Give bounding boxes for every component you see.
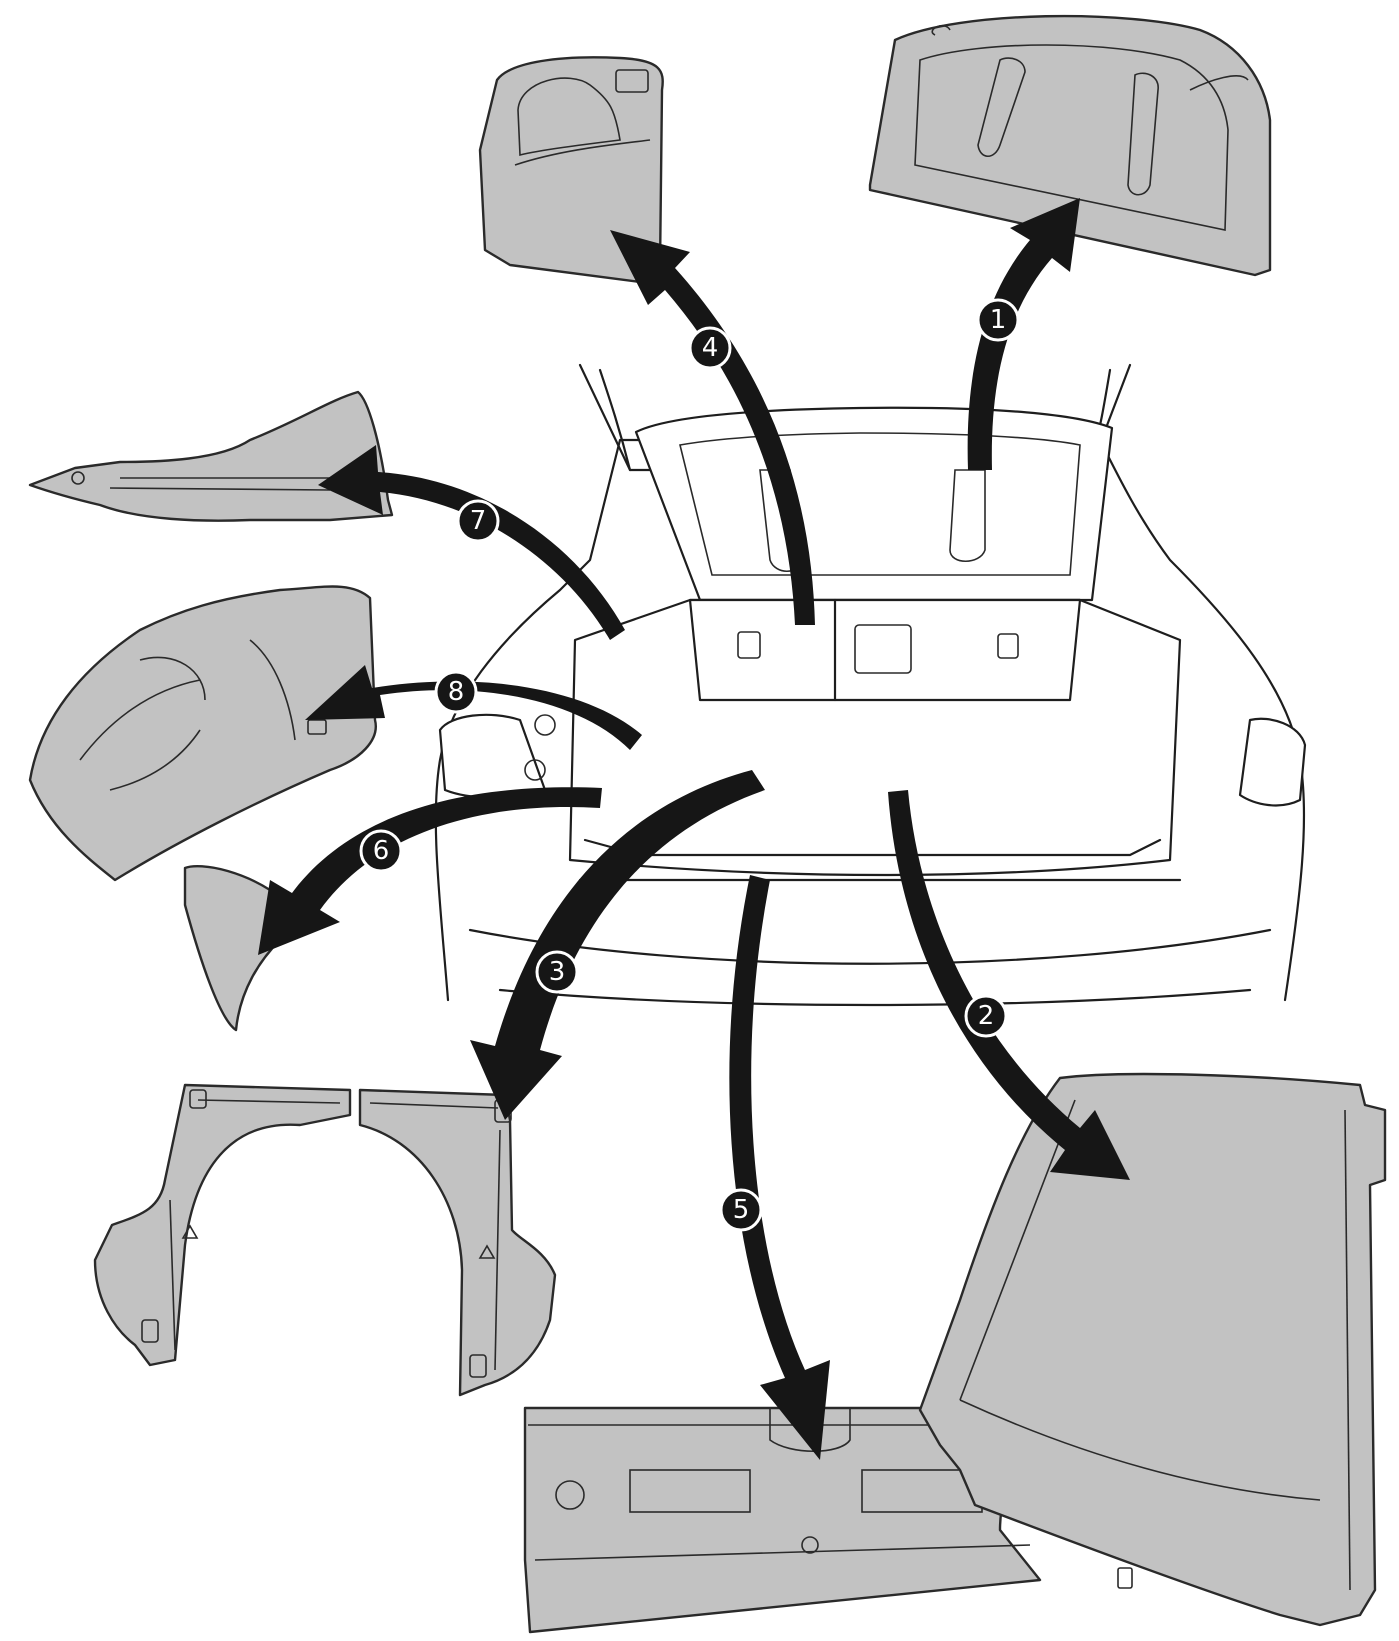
rear-wheel-arch-panel-left bbox=[95, 1085, 350, 1365]
right-tail-lamp bbox=[1240, 719, 1305, 806]
callout-3: 3 bbox=[537, 952, 577, 992]
callout-1: 1 bbox=[978, 300, 1018, 340]
callout-7: 7 bbox=[458, 501, 498, 541]
svg-text:5: 5 bbox=[733, 1195, 750, 1225]
callout-8: 8 bbox=[436, 672, 476, 712]
svg-text:2: 2 bbox=[978, 1001, 995, 1031]
callout-5: 5 bbox=[721, 1190, 761, 1230]
callout-4: 4 bbox=[690, 328, 730, 368]
svg-text:7: 7 bbox=[470, 506, 487, 536]
svg-text:3: 3 bbox=[549, 957, 566, 987]
tailgate bbox=[636, 408, 1112, 600]
left-tail-lamp bbox=[440, 715, 545, 798]
folded-seat-back bbox=[690, 600, 1080, 700]
rear-wheel-arch-panel-right bbox=[360, 1090, 555, 1395]
side-trim-panel bbox=[30, 587, 376, 881]
svg-text:4: 4 bbox=[702, 333, 719, 363]
callout-6: 6 bbox=[361, 831, 401, 871]
svg-text:8: 8 bbox=[448, 677, 465, 707]
svg-text:1: 1 bbox=[990, 305, 1007, 335]
svg-text:6: 6 bbox=[373, 836, 390, 866]
upper-side-trim-panel bbox=[30, 392, 392, 521]
callout-2: 2 bbox=[966, 996, 1006, 1036]
